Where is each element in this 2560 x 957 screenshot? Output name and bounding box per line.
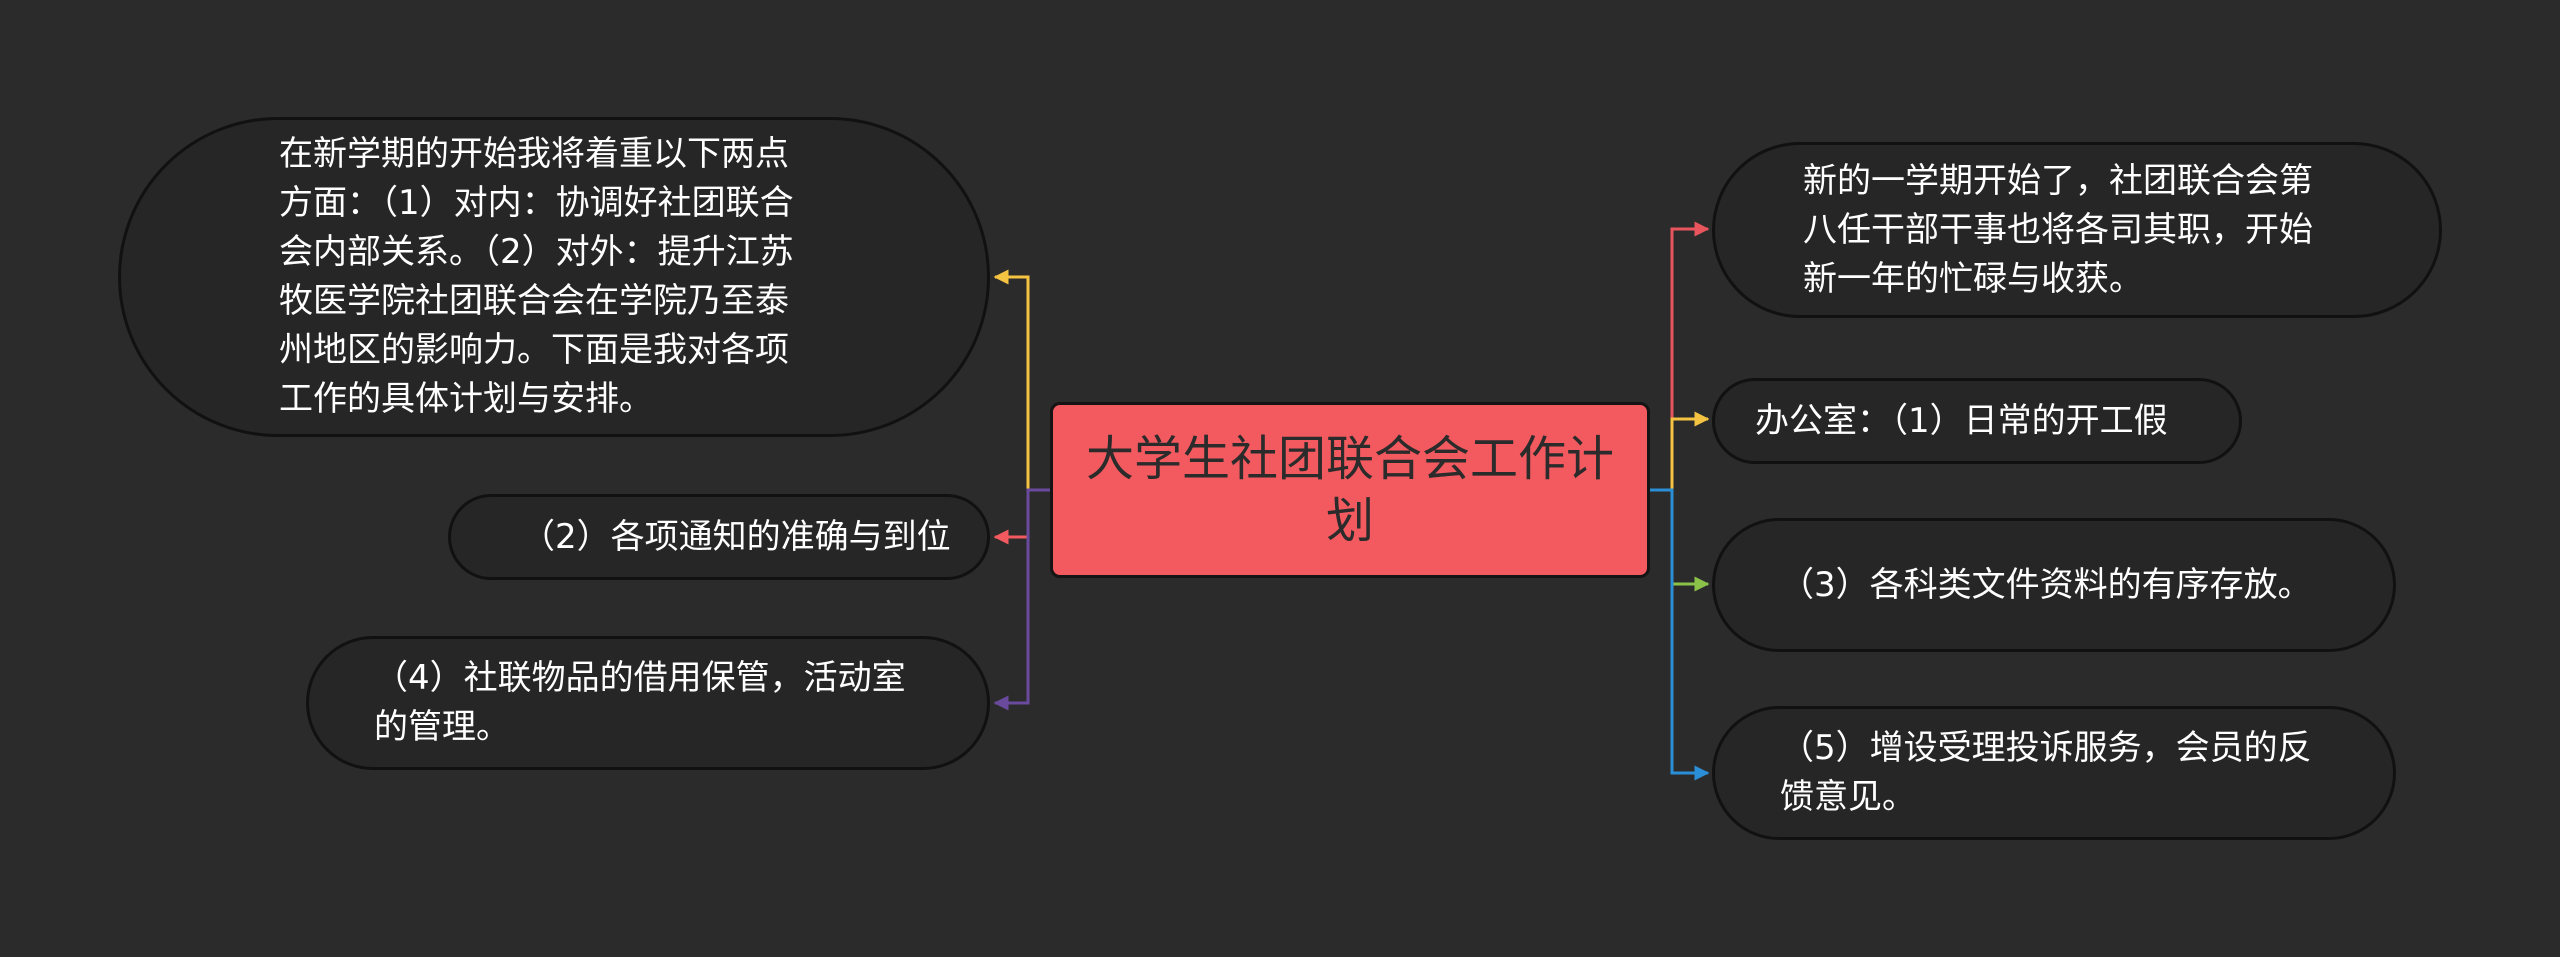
connector-left-1 <box>993 269 1050 492</box>
right-topic-feedback[interactable]: （5）增设受理投诉服务，会员的反馈意见。 <box>1712 706 2396 840</box>
left-topic-intro[interactable]: 在新学期的开始我将着重以下两点方面：（1）对内：协调好社团联合会内部关系。（2）… <box>118 117 990 437</box>
right-topic-office[interactable]: 办公室：（1）日常的开工假 <box>1712 378 2242 464</box>
left-topic-items[interactable]: （4）社联物品的借用保管，活动室的管理。 <box>306 636 990 770</box>
connector-right-4 <box>1650 488 1710 781</box>
right-topic-office-label: 办公室：（1）日常的开工假 <box>1755 400 2168 441</box>
connector-right-2 <box>1650 411 1710 492</box>
central-topic-label: 大学生社团联合会工作计划 <box>1085 431 1614 549</box>
connector-left-2 <box>993 488 1050 545</box>
right-topic-feedback-label: （5）增设受理投诉服务，会员的反馈意见。 <box>1780 728 2312 817</box>
central-topic[interactable]: 大学生社团联合会工作计划 <box>1050 402 1650 578</box>
connector-right-1 <box>1650 221 1710 492</box>
connector-left-3 <box>993 488 1050 711</box>
left-topic-items-label: （4）社联物品的借用保管，活动室的管理。 <box>374 658 906 747</box>
left-topic-notice[interactable]: （2）各项通知的准确与到位 <box>448 494 990 580</box>
right-topic-intro-label: 新的一学期开始了，社团联合会第八任干部干事也将各司其职，开始新一年的忙碌与收获。 <box>1803 160 2313 299</box>
right-topic-intro[interactable]: 新的一学期开始了，社团联合会第八任干部干事也将各司其职，开始新一年的忙碌与收获。 <box>1712 142 2442 318</box>
right-topic-files[interactable]: （3）各科类文件资料的有序存放。 <box>1712 518 2396 652</box>
right-topic-files-label: （3）各科类文件资料的有序存放。 <box>1780 564 2312 605</box>
connector-right-3 <box>1650 488 1710 592</box>
left-topic-notice-label: （2）各项通知的准确与到位 <box>521 516 951 557</box>
left-topic-intro-label: 在新学期的开始我将着重以下两点方面：（1）对内：协调好社团联合会内部关系。（2）… <box>279 134 794 419</box>
